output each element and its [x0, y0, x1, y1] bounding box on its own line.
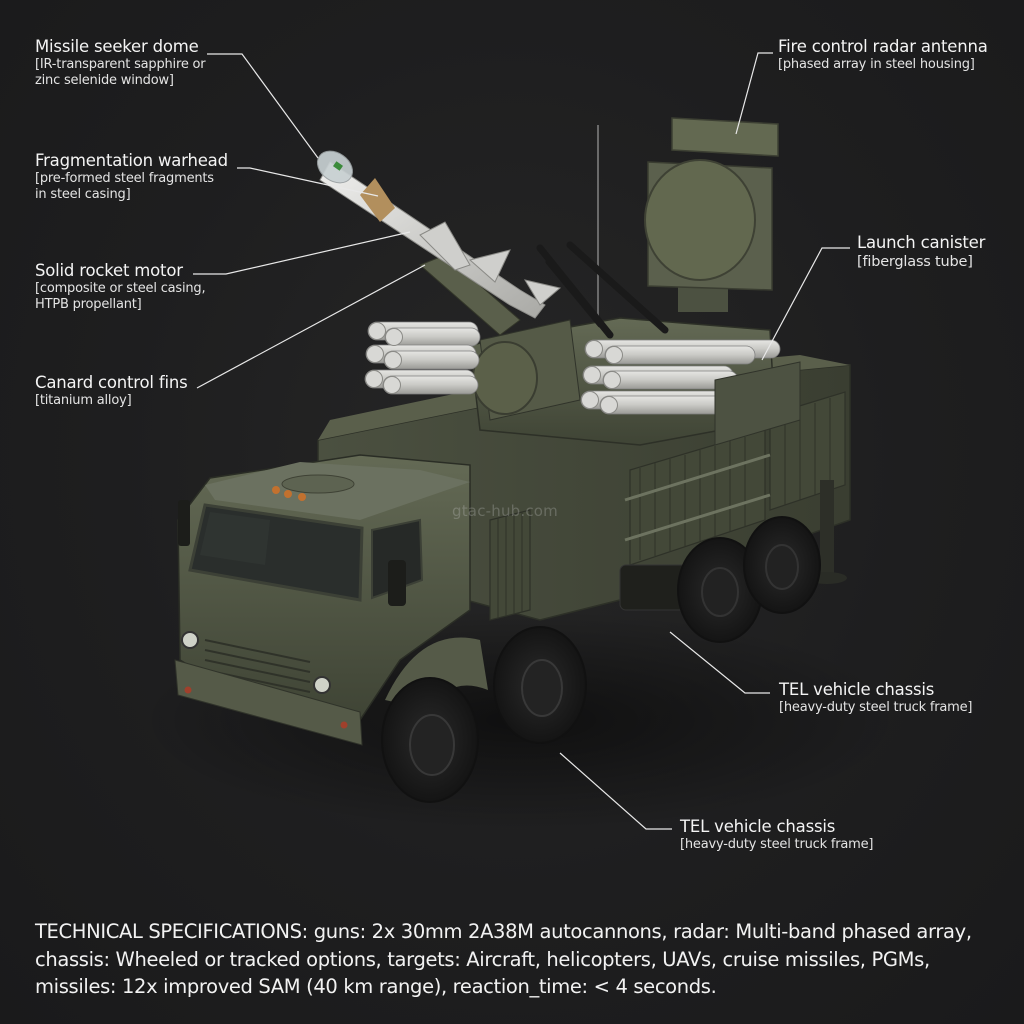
label-canard-control-fins: Canard control fins [titanium alloy]	[35, 373, 188, 409]
label-detail: [pre-formed steel fragments	[35, 171, 214, 186]
label-title: Missile seeker dome	[35, 37, 199, 56]
leader-chassis1	[669, 631, 770, 694]
leader-canard	[196, 264, 426, 389]
label-title: Fire control radar antenna	[778, 37, 988, 56]
label-solid-rocket-motor: Solid rocket motor [composite or steel c…	[35, 261, 206, 313]
label-tel-vehicle-chassis-1: TEL vehicle chassis [heavy-duty steel tr…	[779, 680, 972, 716]
label-tel-vehicle-chassis-2: TEL vehicle chassis [heavy-duty steel tr…	[680, 817, 873, 853]
leader-canister	[761, 247, 850, 361]
label-detail: [IR-transparent sapphire or	[35, 57, 206, 72]
label-title: TEL vehicle chassis	[680, 817, 836, 836]
label-title: TEL vehicle chassis	[779, 680, 935, 699]
label-detail: [heavy-duty steel truck frame]	[680, 837, 874, 852]
label-fire-control-radar-antenna: Fire control radar antenna [phased array…	[778, 37, 988, 73]
label-detail: [phased array in steel housing]	[778, 57, 975, 72]
leader-motor	[193, 231, 411, 275]
label-title: Canard control fins	[35, 373, 188, 392]
leader-seeker	[207, 53, 319, 159]
leader-radar	[735, 52, 773, 135]
label-title: Solid rocket motor	[35, 261, 183, 280]
label-missile-seeker-dome: Missile seeker dome [IR-transparent sapp…	[35, 37, 206, 89]
leader-chassis2	[559, 752, 672, 830]
label-detail: [titanium alloy]	[35, 393, 132, 408]
label-launch-canister: Launch canister [fiberglass tube]	[857, 233, 985, 271]
label-detail: zinc selenide window]	[35, 73, 174, 88]
watermark: gtac-hub.com	[452, 502, 558, 520]
leader-warhead	[237, 167, 379, 197]
technical-specifications: TECHNICAL SPECIFICATIONS: guns: 2x 30mm …	[35, 920, 972, 998]
label-fragmentation-warhead: Fragmentation warhead [pre-formed steel …	[35, 151, 228, 203]
label-detail: [composite or steel casing,	[35, 281, 206, 296]
label-detail: [heavy-duty steel truck frame]	[779, 700, 973, 715]
label-detail: HTPB propellant]	[35, 297, 142, 312]
label-detail: in steel casing]	[35, 187, 131, 202]
label-detail: [fiberglass tube]	[857, 254, 973, 270]
label-title: Fragmentation warhead	[35, 151, 228, 170]
label-title: Launch canister	[857, 233, 986, 252]
